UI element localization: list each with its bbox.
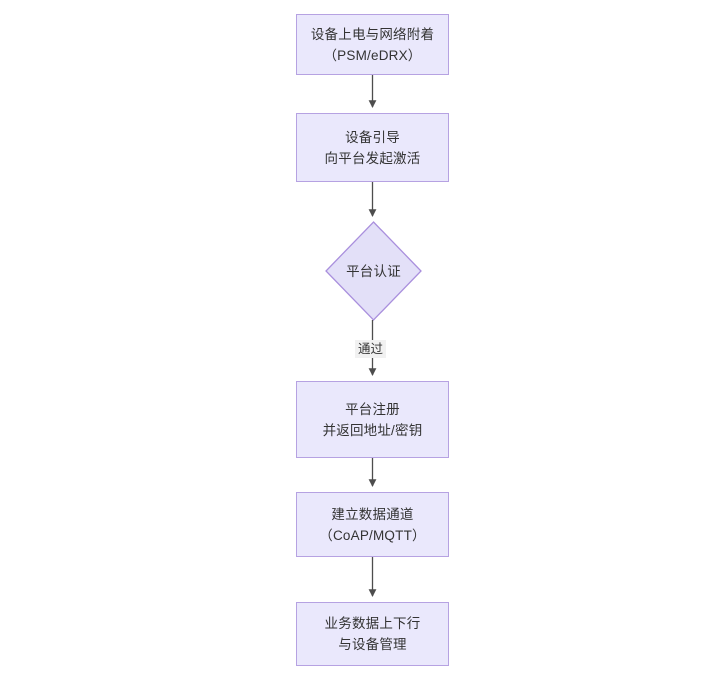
flow-node-label: 建立数据通道 （CoAP/MQTT） bbox=[319, 506, 426, 543]
edge-label-pass: 通过 bbox=[355, 340, 387, 358]
flow-node-label: 平台认证 bbox=[346, 263, 401, 279]
flow-node-business-data-uplink-downlink[interactable]: 业务数据上下行 与设备管理 bbox=[296, 602, 449, 666]
flow-node-establish-data-channel[interactable]: 建立数据通道 （CoAP/MQTT） bbox=[296, 492, 449, 557]
flow-node-label: 设备上电与网络附着 （PSM/eDRX） bbox=[310, 26, 435, 63]
flow-node-device-power-on[interactable]: 设备上电与网络附着 （PSM/eDRX） bbox=[296, 14, 449, 75]
flow-node-label: 业务数据上下行 与设备管理 bbox=[324, 616, 421, 652]
flow-node-label: 平台注册 并返回地址/密钥 bbox=[322, 401, 423, 438]
flow-node-label: 设备引导 向平台发起激活 bbox=[324, 129, 421, 166]
flow-node-platform-register[interactable]: 平台注册 并返回地址/密钥 bbox=[296, 381, 449, 458]
flow-node-device-bootstrap[interactable]: 设备引导 向平台发起激活 bbox=[296, 113, 449, 182]
flow-node-platform-auth-decision[interactable]: 平台认证 bbox=[326, 222, 421, 320]
